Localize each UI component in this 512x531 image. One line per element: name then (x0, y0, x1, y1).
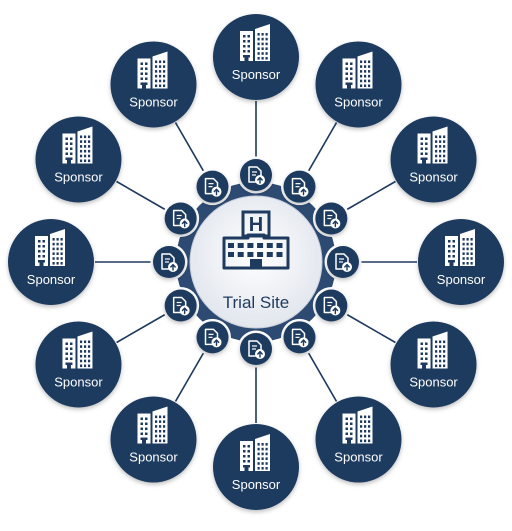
sponsor-label: Sponsor (232, 477, 281, 492)
document-upload-icon (150, 243, 188, 281)
connector-line (346, 313, 396, 344)
office-building-icon (240, 434, 270, 471)
office-building-icon (342, 406, 373, 444)
document-upload-icon (312, 287, 350, 324)
connector-line (174, 352, 205, 402)
sponsor-node: Sponsor (110, 396, 197, 483)
sponsor-node: Sponsor (418, 219, 504, 305)
document-upload-icon (281, 318, 318, 356)
sponsor-node: Sponsor (390, 321, 477, 408)
office-building-icon (62, 126, 93, 164)
document-upload-icon (237, 330, 275, 368)
sponsor-node: Sponsor (213, 424, 299, 510)
office-building-icon (445, 229, 475, 266)
connector-line (307, 352, 338, 402)
document-upload-icon (312, 200, 350, 237)
connector-lines (95, 101, 417, 423)
sponsor-node: Sponsor (8, 219, 94, 305)
sponsor-node: Sponsor (315, 396, 402, 483)
sponsor-node: Sponsor (315, 41, 402, 128)
office-building-icon (417, 331, 448, 369)
sponsor-label: Sponsor (409, 375, 458, 390)
connector-line (307, 122, 338, 172)
document-upload-icon (162, 200, 200, 237)
office-building-icon (62, 331, 93, 369)
connector-line (346, 180, 396, 211)
sponsor-label: Sponsor (129, 94, 178, 109)
connector-line (174, 122, 205, 172)
document-upload-icon (162, 287, 200, 324)
document-upload-icon (194, 318, 231, 356)
office-building-icon (240, 24, 270, 61)
sponsor-node: Sponsor (213, 14, 299, 100)
document-upload-icon (281, 168, 318, 206)
sponsor-label: Sponsor (232, 67, 281, 82)
sponsor-label: Sponsor (437, 272, 486, 287)
document-upload-icon (324, 243, 362, 281)
connector-line (116, 180, 166, 211)
sponsor-label: Sponsor (334, 94, 383, 109)
connector-line (116, 313, 166, 344)
sponsor-node: Sponsor (35, 321, 122, 408)
sponsor-node: Sponsor (110, 41, 197, 128)
sponsor-node: Sponsor (390, 116, 477, 203)
office-building-icon (417, 126, 448, 164)
document-connectors (150, 156, 362, 368)
sponsor-label: Sponsor (334, 450, 383, 465)
svg-text:H: H (249, 214, 263, 236)
sponsor-label: Sponsor (54, 375, 103, 390)
sponsor-label: Sponsor (54, 170, 103, 185)
office-building-icon (35, 229, 65, 266)
trial-site-label: Trial Site (223, 293, 289, 312)
hospital-icon: H (222, 210, 290, 270)
trial-site-hub: H Trial Site (189, 195, 323, 329)
sponsor-label: Sponsor (409, 170, 458, 185)
document-upload-icon (194, 168, 231, 206)
office-building-icon (137, 51, 168, 89)
sponsor-label: Sponsor (27, 272, 76, 287)
sponsor-node: Sponsor (35, 116, 122, 203)
office-building-icon (342, 51, 373, 89)
sponsor-label: Sponsor (129, 450, 178, 465)
document-upload-icon (237, 156, 275, 194)
sponsor-nodes: SponsorSponsorSponsorSponsorSponsorSpons… (8, 14, 504, 510)
office-building-icon (137, 406, 168, 444)
